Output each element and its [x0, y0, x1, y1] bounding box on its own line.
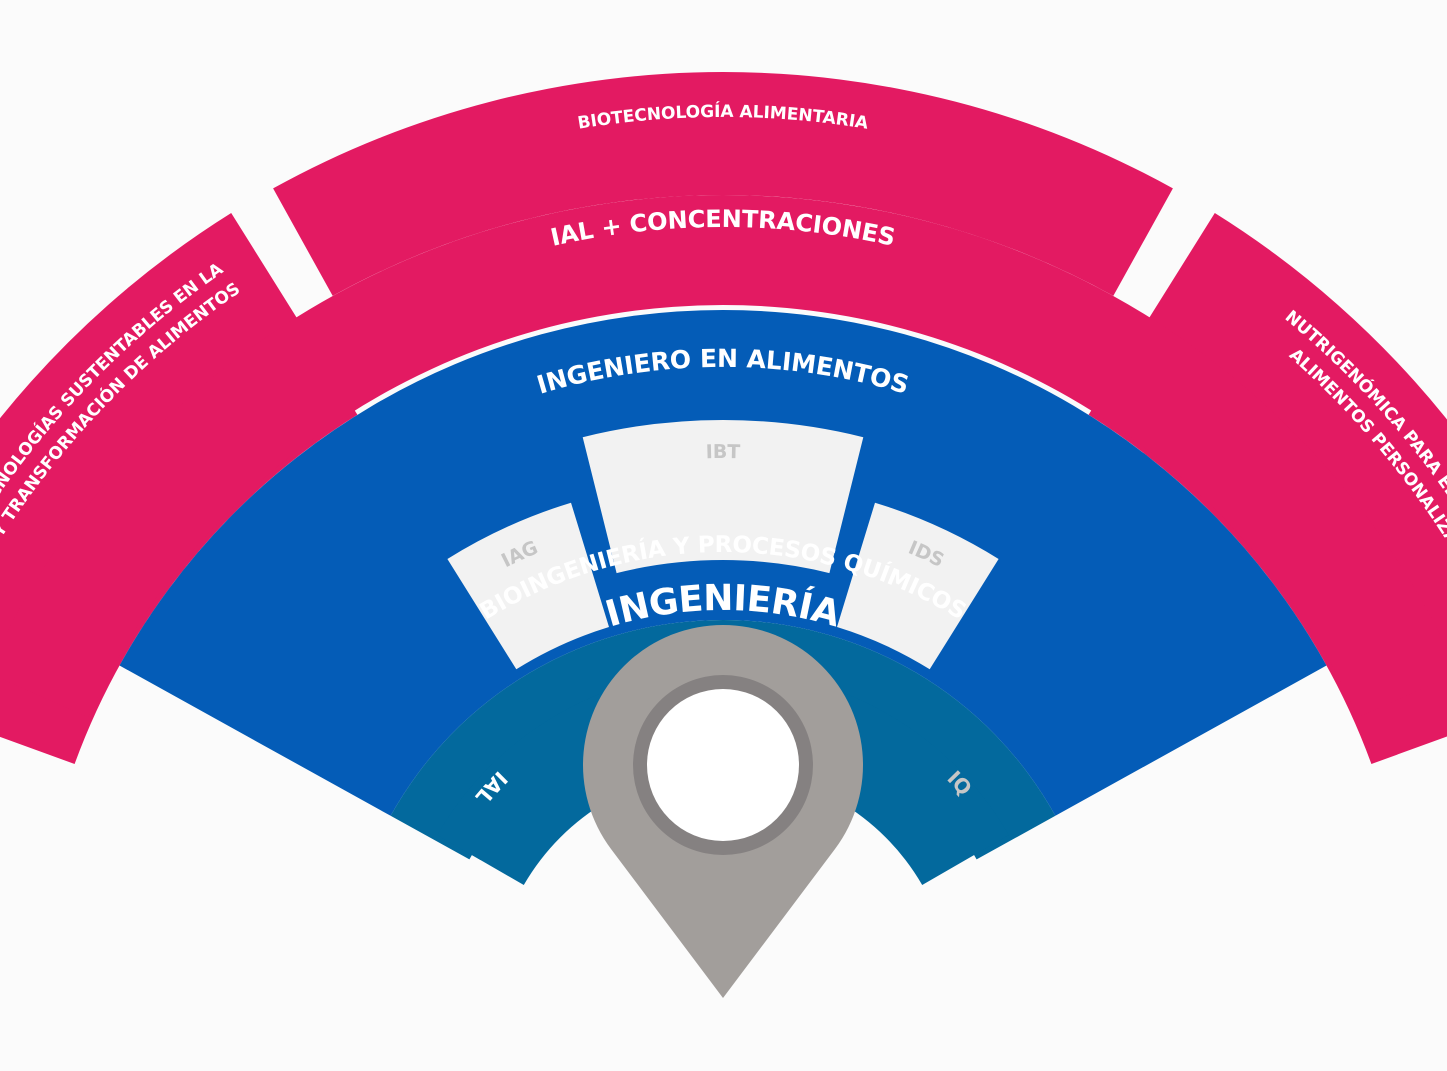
ring-ingeniero-alimentos	[119, 309, 1327, 816]
pin-hole	[647, 689, 799, 841]
ring-bioingenieria	[390, 619, 1056, 860]
ring-ial-concentraciones	[0, 195, 1447, 718]
ring-ingenieria	[437, 669, 1009, 885]
program-iag	[447, 502, 609, 670]
map-pin-icon	[583, 624, 863, 998]
program-ibt	[582, 419, 864, 574]
program-ids	[837, 502, 999, 670]
label-program-ibt: IBT	[705, 440, 740, 462]
segment-outer-top	[273, 72, 1173, 296]
